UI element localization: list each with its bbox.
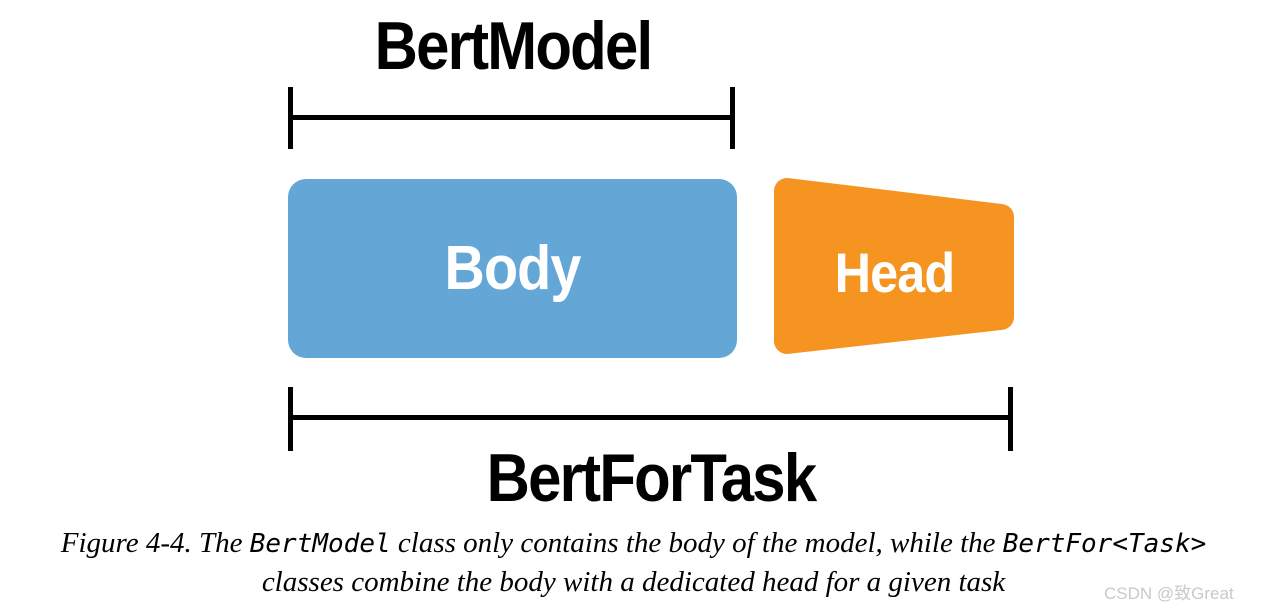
bertfortask-label: BertForTask	[486, 440, 817, 516]
head-label-layer: Head	[773, 175, 1015, 357]
figure-caption-line2: classes combine the body with a dedicate…	[261, 566, 1006, 598]
body-block: Body	[288, 179, 737, 358]
head-shape-svg	[774, 178, 1014, 354]
bertfortask-bracket-line	[290, 415, 1012, 420]
bertfortask-bracket-tick-left	[288, 387, 293, 451]
bertmodel-bracket-tick-right	[730, 87, 735, 149]
caption-text: Figure 4-4. The	[60, 527, 250, 559]
figure-caption: Figure 4-4. The BertModel class only con…	[0, 524, 1267, 601]
bertmodel-label: BertModel	[374, 8, 653, 84]
bertfortask-bracket-tick-right	[1008, 387, 1013, 451]
caption-code-bertfortask: BertFor<Task>	[1002, 529, 1207, 559]
bertmodel-bracket-tick-left	[288, 87, 293, 149]
figure-caption-line1: Figure 4-4. The BertModel class only con…	[0, 524, 1267, 563]
body-block-label: Body	[444, 234, 582, 303]
csdn-watermark: CSDN @致Great	[1104, 584, 1234, 603]
bertmodel-bracket-line	[290, 115, 733, 120]
head-block: Head	[773, 175, 1015, 357]
head-shape	[774, 178, 1014, 354]
head-block-label: Head	[834, 240, 955, 304]
caption-code-bertmodel: BertModel	[249, 529, 391, 559]
caption-text: class only contains the body of the mode…	[390, 527, 1003, 559]
